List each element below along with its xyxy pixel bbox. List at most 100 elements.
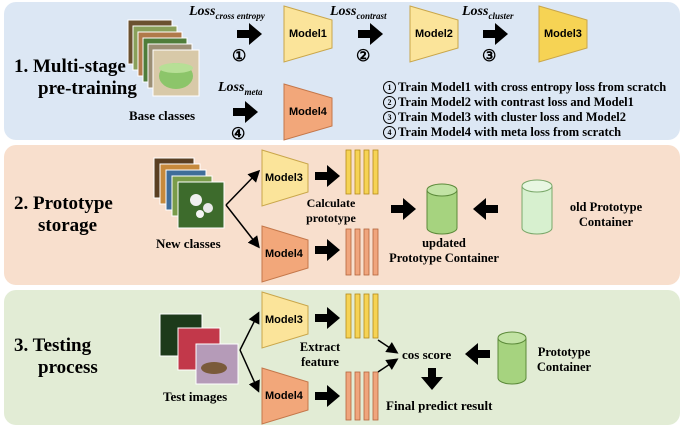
old-line2: Container [578,215,634,229]
updated-line2: Prototype Container [389,251,499,265]
updated-prototype-container [426,183,458,235]
calculate-prototype-label: Calculate prototype [293,196,369,226]
test-feature-bars-orange [345,371,379,421]
loss-cluster-main: Loss [462,4,489,19]
step-text: Train Model4 with meta loss from scratch [398,125,622,139]
storage-arrow-model3 [315,165,340,187]
new-classes-label: New classes [156,236,221,251]
updated-container-label: updated Prototype Container [383,236,505,266]
stage1-title-line1: 1. Multi-stage [14,56,126,77]
arrow-feature-to-cos-top [377,339,399,354]
step3-marker: ③ [482,48,497,65]
updated-line1: updated [422,236,466,250]
test-model4-label: Model4 [265,390,303,402]
base-classes-image-stack [127,19,200,97]
model2-block [409,5,459,63]
model3-block [538,5,588,63]
calc-line2: prototype [306,211,356,225]
old-line1: old Prototype [569,200,643,214]
step-number: 4 [383,126,396,139]
test-model3-block [261,291,309,349]
stage3-title-line2: process [38,357,98,378]
storage-arrow-model4 [315,239,340,261]
new-classes-image-stack [153,157,225,229]
extract-line1: Extract [299,340,341,354]
test-model4-block [261,367,309,425]
testing-panel [4,290,680,425]
test-split-arrow-up [239,311,260,351]
model3-label: Model3 [544,28,582,40]
loss-meta-main: Loss [218,80,245,95]
step-number: 1 [383,81,396,94]
stage2-title: 2. Prototype storage [14,193,113,237]
stage3-title: 3. Testing process [14,335,98,379]
old-prototype-container [521,179,553,235]
model4-label: Model4 [289,106,327,118]
test-feature-bars-yellow [345,293,379,339]
step-text: Train Model3 with cluster loss and Model… [398,110,627,124]
arrow-to-model1 [237,23,262,45]
test-arrow-model3 [315,307,340,329]
stage1-title-line2: pre-training [38,78,137,99]
base-classes-label: Base classes [129,108,196,123]
loss-cluster-sub: cluster [488,10,514,21]
test-model3-label: Model3 [265,314,303,326]
old-container-label: old Prototype Container [556,200,656,230]
stage2-title-line1: 2. Prototype [14,193,113,214]
step2-marker: ② [356,48,371,65]
extract-line2: feature [301,355,339,369]
proto-line1: Prototype [537,345,591,359]
storage-feature-bars-orange [345,228,379,276]
step-text: Train Model2 with contrast loss and Mode… [398,95,634,109]
test-prototype-container-label: Prototype Container [528,345,600,375]
test-split-arrow-down [239,349,260,393]
storage-panel [4,145,680,285]
arrow-cos-to-result [421,368,443,390]
loss-contrast-main: Loss [330,4,357,19]
loss-cross-entropy-label: Losscross entropy [189,4,265,21]
storage-model4-block [261,225,309,283]
arrow-to-model3 [483,23,508,45]
loss-contrast-label: Losscontrast [330,4,386,21]
model2-label: Model2 [415,28,453,40]
extract-feature-label: Extract feature [292,340,348,370]
calc-line1: Calculate [306,196,356,210]
model1-label: Model1 [289,28,327,40]
step-text: Train Model1 with cross entropy loss fro… [398,80,667,94]
test-prototype-container [497,331,527,385]
loss-ce-sub: cross entropy [215,10,265,21]
step1-marker: ① [232,48,247,65]
loss-ce-main: Loss [189,4,216,19]
loss-cluster-label: Losscluster [462,4,513,21]
arrow-feature-to-cos-bottom [377,358,399,373]
proto-line2: Container [536,360,592,374]
loss-contrast-sub: contrast [356,10,387,21]
split-arrow-up [225,169,261,206]
loss-meta-label: Lossmeta [218,80,262,97]
test-arrow-model4 [315,385,340,407]
arrow-to-model2 [358,23,383,45]
test-images-label: Test images [163,389,228,404]
stage2-title-line2: storage [38,215,98,236]
step-number: 2 [383,96,396,109]
final-result-label: Final predict result [386,398,493,413]
stage1-title: 1. Multi-stage pre-training [14,56,137,100]
arrow-to-updated-container [391,198,416,220]
model4-block [283,83,333,141]
split-arrow-down [225,204,260,249]
arrow-to-model4 [233,101,258,123]
storage-model3-block [261,149,309,207]
arrow-container-to-cos [465,343,490,365]
storage-feature-bars-yellow [345,149,379,195]
cos-score-label: cos score [402,347,452,362]
step4-marker: ④ [231,126,246,143]
arrow-from-old-container [473,198,498,220]
storage-model3-label: Model3 [265,172,303,184]
stage3-title-line1: 3. Testing [14,335,92,356]
